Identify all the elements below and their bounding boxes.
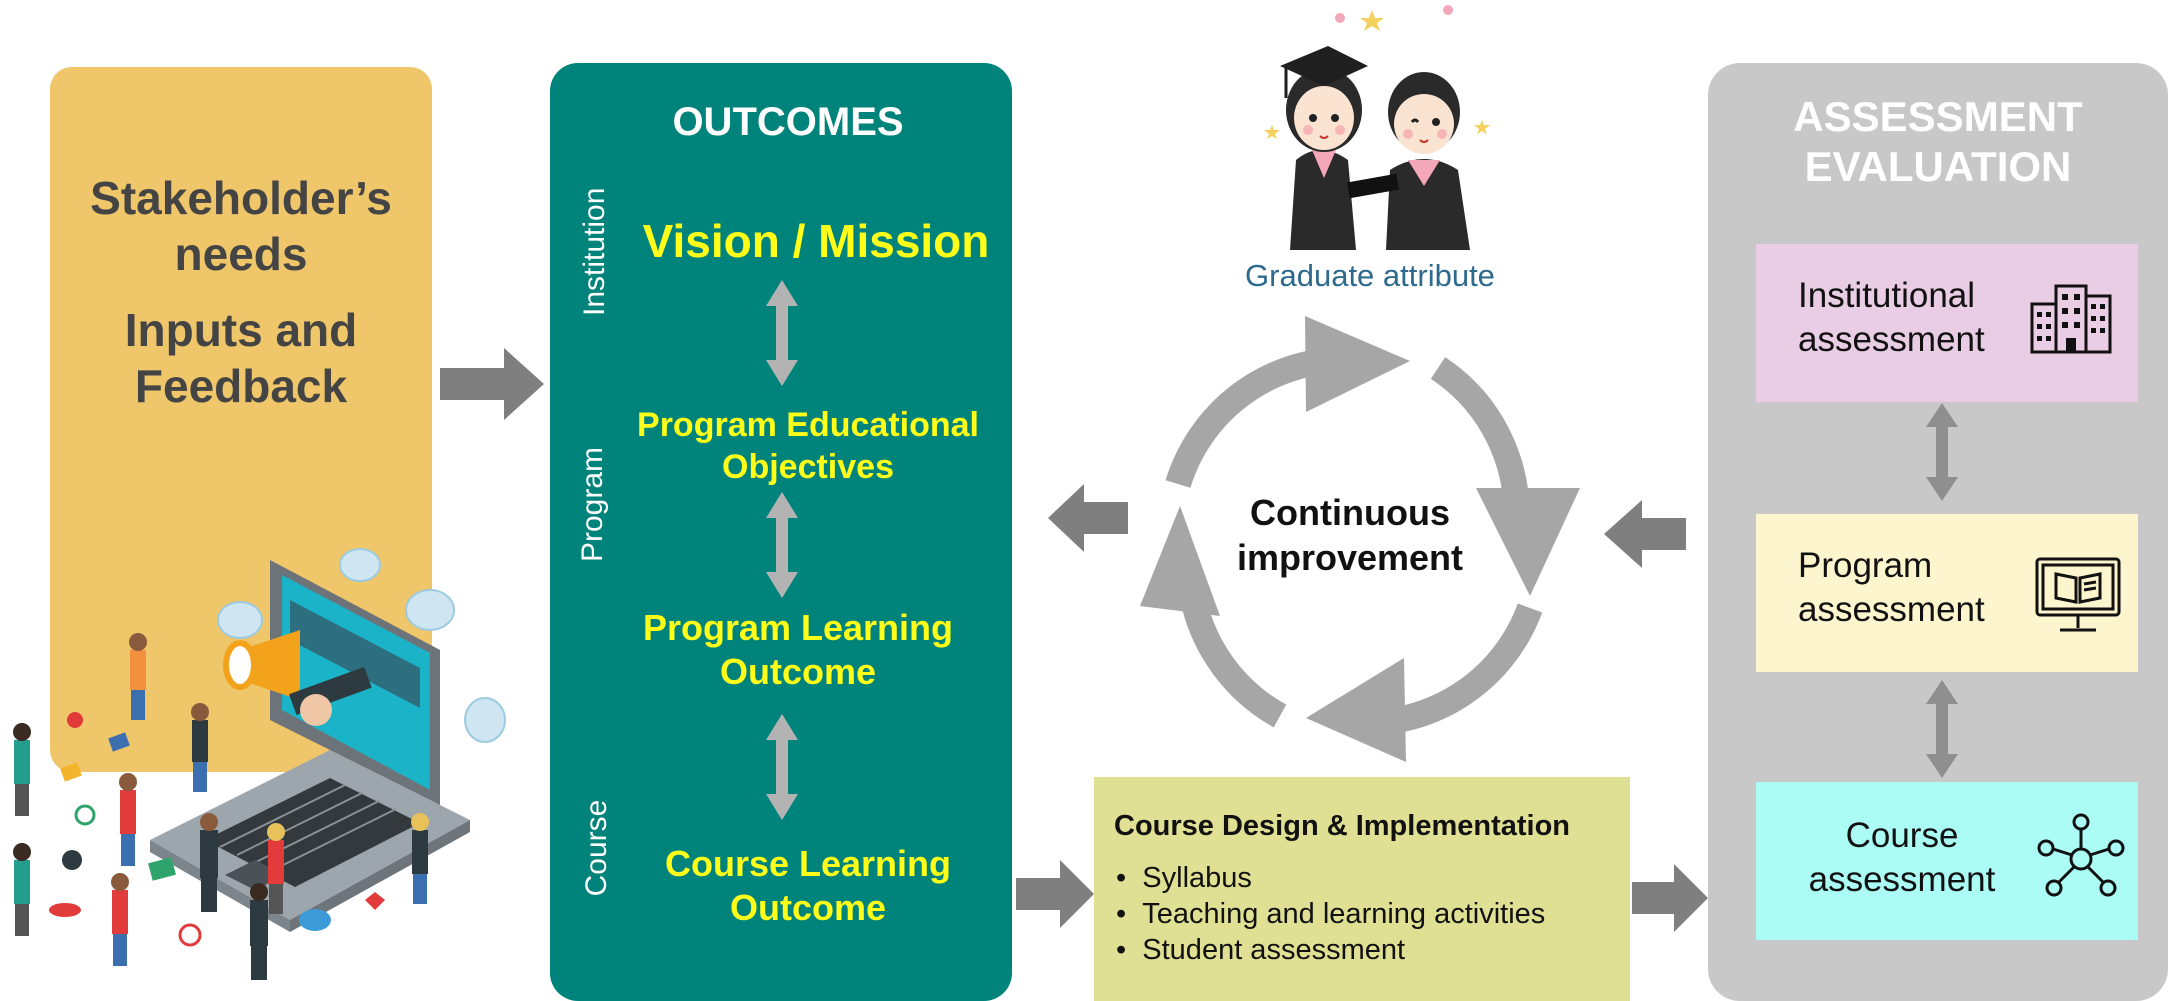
vision-mission: Vision / Mission: [642, 215, 990, 267]
course-assessment-label: Course assessment: [1806, 814, 1998, 902]
institutional-assessment-label: Institutional assessment: [1798, 274, 1985, 362]
institutional-line2: assessment: [1798, 320, 1985, 359]
program-assessment-label: Program assessment: [1798, 544, 1985, 632]
peo-line1: Program Educational: [637, 406, 979, 444]
arrow-to-course-design: [1016, 860, 1094, 928]
plo-line2: Outcome: [719, 651, 877, 692]
inputs-line1: Inputs and: [124, 304, 358, 356]
program-line2: assessment: [1798, 590, 1985, 629]
item-student-assessment: Student assessment: [1142, 934, 1406, 966]
continuous-line2: improvement: [1236, 537, 1464, 578]
course-learning-outcome: Course Learning Outcome: [630, 842, 986, 930]
institutional-line1: Institutional: [1798, 276, 1976, 315]
clo-line2: Outcome: [729, 887, 887, 928]
megaphone-laptop-illustration: [13, 548, 506, 980]
stakeholder-line2: needs: [174, 228, 308, 280]
continuous-improvement-label: Continuous improvement: [1210, 490, 1490, 580]
program-line1: Program: [1798, 546, 1933, 585]
course-line1: Course: [1845, 816, 1959, 855]
network-icon: [2037, 813, 2125, 897]
course-design-item: • Teaching and learning activities: [1116, 898, 1546, 930]
item-syllabus: Syllabus: [1142, 862, 1252, 894]
level-institution: Institution: [578, 187, 611, 316]
graduates-illustration: [1264, 5, 1490, 250]
course-design-item: • Student assessment: [1116, 934, 1406, 966]
outcomes-title: OUTCOMES: [672, 100, 904, 144]
assessment-title-line1: ASSESSMENT: [1793, 93, 2083, 140]
item-teaching-learning: Teaching and learning activities: [1142, 898, 1546, 930]
buildings-icon: [2030, 284, 2112, 354]
graduate-attribute-label: Graduate attribute: [1245, 258, 1495, 293]
program-educational-objectives: Program Educational Objectives: [620, 404, 996, 488]
arrow-to-cycle: [1604, 500, 1686, 568]
course-assessment-box: [1756, 782, 2138, 940]
double-arrow-program-course: [1926, 680, 1958, 778]
book-monitor-icon: [2035, 557, 2121, 632]
double-arrow-vision-peo: [766, 280, 798, 386]
program-learning-outcome: Program Learning Outcome: [620, 606, 976, 694]
course-design-item: • Syllabus: [1116, 862, 1252, 894]
continuous-line1: Continuous: [1250, 492, 1450, 533]
course-line2: assessment: [1808, 860, 1996, 899]
course-design-title: Course Design & Implementation: [1114, 810, 1571, 842]
continuous-improvement-cycle: [1140, 316, 1580, 762]
stakeholder-line1: Stakeholder’s: [90, 172, 392, 224]
program-assessment-box: [1756, 514, 2138, 672]
assessment-title-line2: EVALUATION: [1804, 143, 2072, 190]
peo-line2: Objectives: [722, 448, 894, 486]
inputs-line2: Feedback: [134, 360, 348, 412]
double-arrow-peo-plo: [766, 492, 798, 598]
arrow-to-assessment: [1632, 864, 1708, 932]
assessment-title: ASSESSMENT EVALUATION: [1708, 92, 2168, 192]
arrow-to-outcomes: [440, 348, 544, 420]
plo-line1: Program Learning: [642, 607, 954, 648]
arrow-to-outcomes-feedback: [1048, 484, 1128, 552]
double-arrow-plo-clo: [766, 714, 798, 820]
course-design-panel: [1094, 777, 1630, 1001]
double-arrow-institutional-program: [1926, 403, 1958, 501]
level-program: Program: [576, 446, 609, 562]
level-course: Course: [580, 799, 613, 897]
clo-line1: Course Learning: [664, 843, 952, 884]
